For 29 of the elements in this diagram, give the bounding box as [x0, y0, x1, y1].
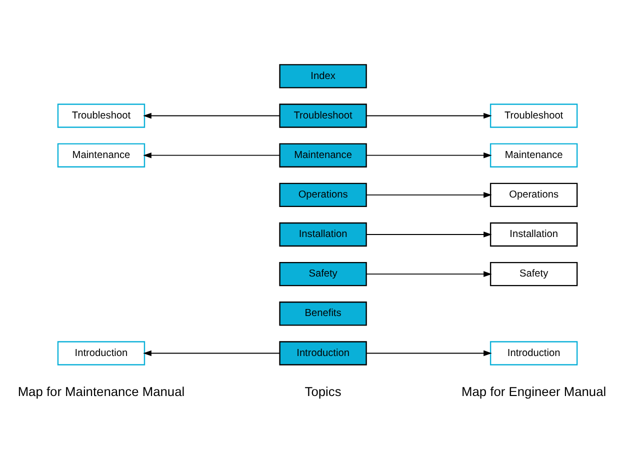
- arrow: [143, 350, 280, 356]
- node-box: Operations: [490, 182, 578, 207]
- label: Topics: [304, 384, 342, 399]
- node-box: Installation: [490, 222, 578, 246]
- arrow: [366, 152, 492, 158]
- arrow: [366, 231, 492, 237]
- node-box: Safety: [279, 261, 367, 286]
- node-box: Index: [279, 64, 367, 88]
- node-box: Maintenance: [279, 142, 367, 167]
- arrow: [366, 112, 492, 118]
- node-box: Maintenance: [490, 142, 578, 167]
- label: Map for Engineer Manual: [462, 384, 606, 399]
- node-box: Maintenance: [57, 142, 146, 167]
- arrow: [366, 350, 492, 356]
- node-box: Operations: [279, 182, 367, 207]
- node-box: Troubleshoot: [57, 103, 146, 128]
- arrow: [366, 270, 492, 276]
- node-box: Troubleshoot: [279, 103, 367, 128]
- label: Map for Maintenance Manual: [18, 384, 185, 399]
- arrow: [143, 112, 280, 118]
- node-box: Introduction: [279, 340, 367, 365]
- node-box: Safety: [490, 261, 578, 286]
- node-box: Benefits: [279, 301, 367, 326]
- node-box: Introduction: [57, 340, 146, 365]
- node-box: Installation: [279, 222, 367, 246]
- node-box: Troubleshoot: [490, 103, 578, 128]
- arrow: [143, 152, 280, 158]
- arrow: [366, 192, 492, 198]
- node-box: Introduction: [490, 340, 578, 365]
